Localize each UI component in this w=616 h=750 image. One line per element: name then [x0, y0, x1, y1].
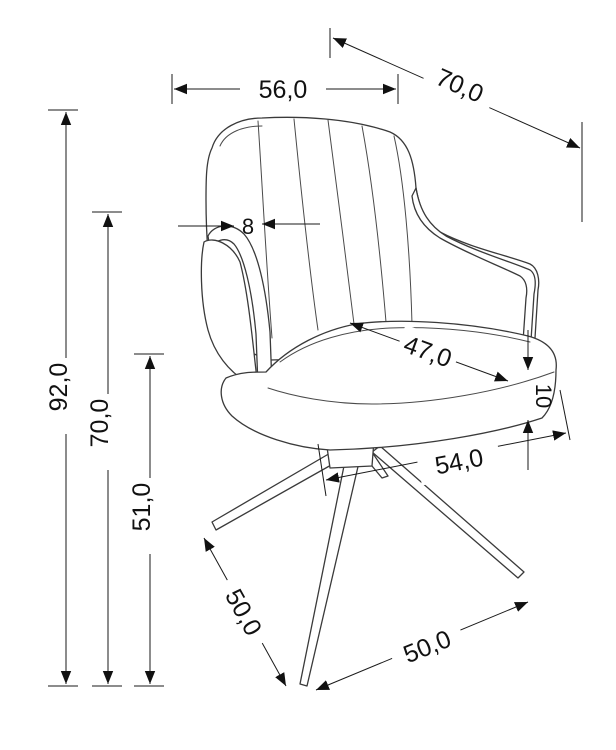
chair-legs: [211, 439, 525, 687]
depth-label-bg: [419, 53, 501, 117]
seat-thickness-label: 10: [531, 384, 556, 408]
seat-height-label-bg: [134, 478, 168, 554]
total-height-label: 92,0: [45, 363, 73, 412]
width-label: 56,0: [259, 76, 308, 104]
leg-front: [299, 455, 361, 687]
seat-top-edge: [267, 371, 555, 405]
width-label-bg: [240, 72, 326, 106]
armrest-thickness-label: 8: [242, 214, 254, 239]
base-width-label-bg: [385, 615, 469, 677]
armrest-height-label-bg: [92, 394, 126, 470]
seat-depth-label-bg: [393, 324, 463, 378]
back-channel-line: [393, 135, 413, 325]
armrest-height-label: 70,0: [86, 399, 114, 448]
total-height-label-bg: [50, 358, 84, 434]
seat-height-label: 51,0: [128, 483, 156, 532]
back-channel-line: [327, 119, 355, 325]
back-inner-rim: [219, 125, 263, 147]
seat-width-extension-left: [317, 443, 327, 497]
base-depth-label-bg: [224, 564, 292, 645]
seat-width-label-bg: [415, 436, 503, 486]
back-channel-line: [293, 118, 319, 331]
seat-width-extension: [559, 389, 571, 441]
